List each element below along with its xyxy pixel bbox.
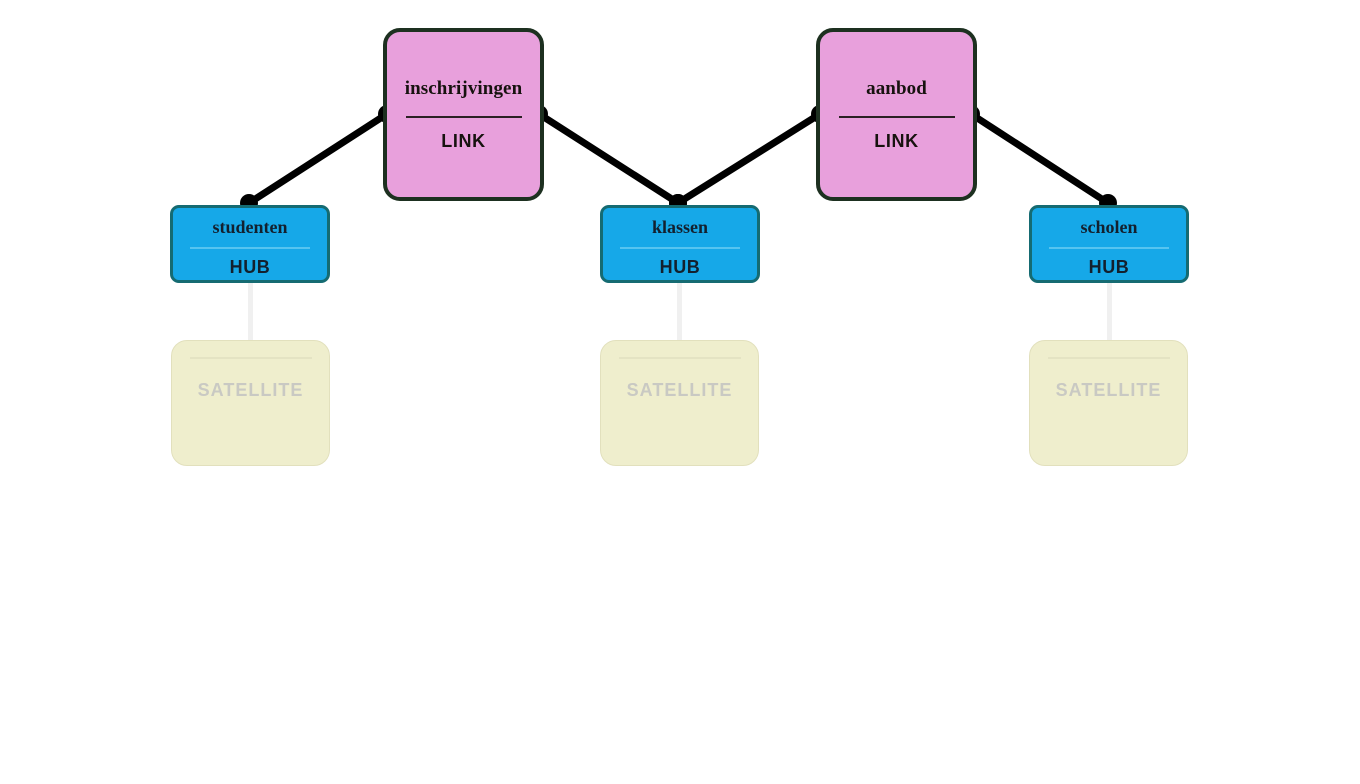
link-node-inschrijvingen[interactable]: inschrijvingen LINK <box>383 28 544 201</box>
hub-node-studenten[interactable]: studenten HUB <box>170 205 330 283</box>
satellite-node-klassen[interactable]: SATELLITE <box>600 340 759 466</box>
edge-studenten-inschrijvingen[interactable] <box>240 105 396 212</box>
edge-inschrijvingen-klassen[interactable] <box>530 105 687 212</box>
node-title: inschrijvingen <box>404 78 523 99</box>
node-title: scholen <box>1080 217 1138 237</box>
node-divider <box>405 116 522 118</box>
link-node-aanbod[interactable]: aanbod LINK <box>816 28 977 201</box>
node-divider <box>1049 247 1169 249</box>
hub-node-klassen[interactable]: klassen HUB <box>600 205 760 283</box>
node-kind-label: SATELLITE <box>197 380 304 400</box>
node-title: klassen <box>651 217 709 237</box>
stem-klassen <box>677 280 682 342</box>
node-kind-label: HUB <box>659 257 701 277</box>
node-title: studenten <box>212 217 288 237</box>
edge-aanbod-scholen[interactable] <box>962 105 1117 212</box>
node-divider <box>190 247 310 249</box>
node-divider <box>1047 357 1170 359</box>
node-kind-label: LINK <box>874 131 919 151</box>
stem-scholen <box>1107 280 1112 342</box>
node-divider <box>618 357 741 359</box>
hub-node-scholen[interactable]: scholen HUB <box>1029 205 1189 283</box>
node-divider <box>620 247 740 249</box>
node-kind-label: SATELLITE <box>626 380 733 400</box>
edge-klassen-aanbod[interactable] <box>669 105 829 212</box>
node-kind-label: LINK <box>441 131 486 151</box>
node-title: aanbod <box>866 78 927 99</box>
node-divider <box>838 116 955 118</box>
node-kind-label: SATELLITE <box>1055 380 1162 400</box>
satellite-node-studenten[interactable]: SATELLITE <box>171 340 330 466</box>
satellite-node-scholen[interactable]: SATELLITE <box>1029 340 1188 466</box>
node-kind-label: HUB <box>229 257 271 277</box>
node-kind-label: HUB <box>1088 257 1130 277</box>
node-divider <box>189 357 312 359</box>
stem-studenten <box>248 280 253 342</box>
